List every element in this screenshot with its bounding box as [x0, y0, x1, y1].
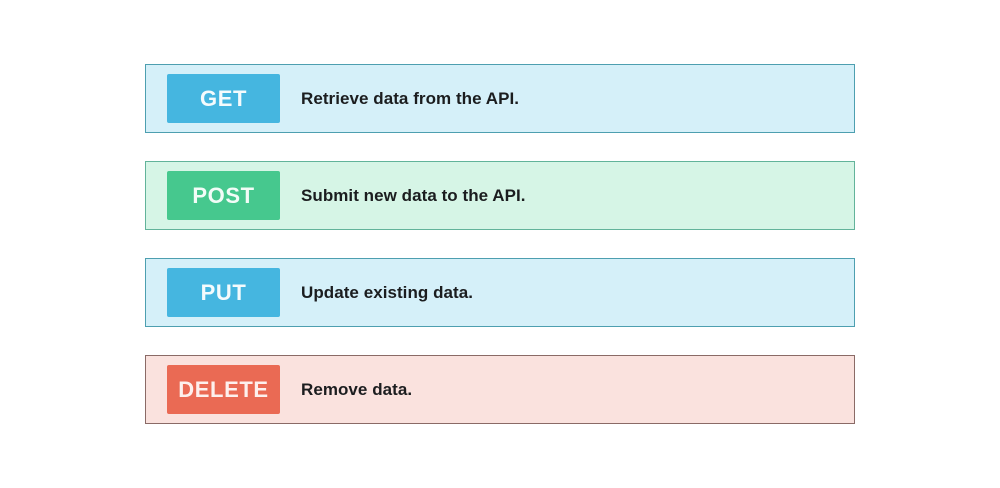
http-method-list: GET Retrieve data from the API. POST Sub… — [145, 64, 855, 424]
method-row-delete[interactable]: DELETE Remove data. — [145, 355, 855, 424]
method-description-post: Submit new data to the API. — [301, 185, 526, 205]
method-description-get: Retrieve data from the API. — [301, 88, 520, 108]
method-badge-post[interactable]: POST — [167, 171, 280, 220]
method-badge-get[interactable]: GET — [167, 74, 280, 123]
method-badge-put[interactable]: PUT — [167, 268, 280, 317]
method-description-delete: Remove data. — [301, 379, 413, 399]
method-description-put: Update existing data. — [301, 282, 474, 302]
method-row-get[interactable]: GET Retrieve data from the API. — [145, 64, 855, 133]
method-row-put[interactable]: PUT Update existing data. — [145, 258, 855, 327]
method-badge-delete[interactable]: DELETE — [167, 365, 280, 414]
method-row-post[interactable]: POST Submit new data to the API. — [145, 161, 855, 230]
